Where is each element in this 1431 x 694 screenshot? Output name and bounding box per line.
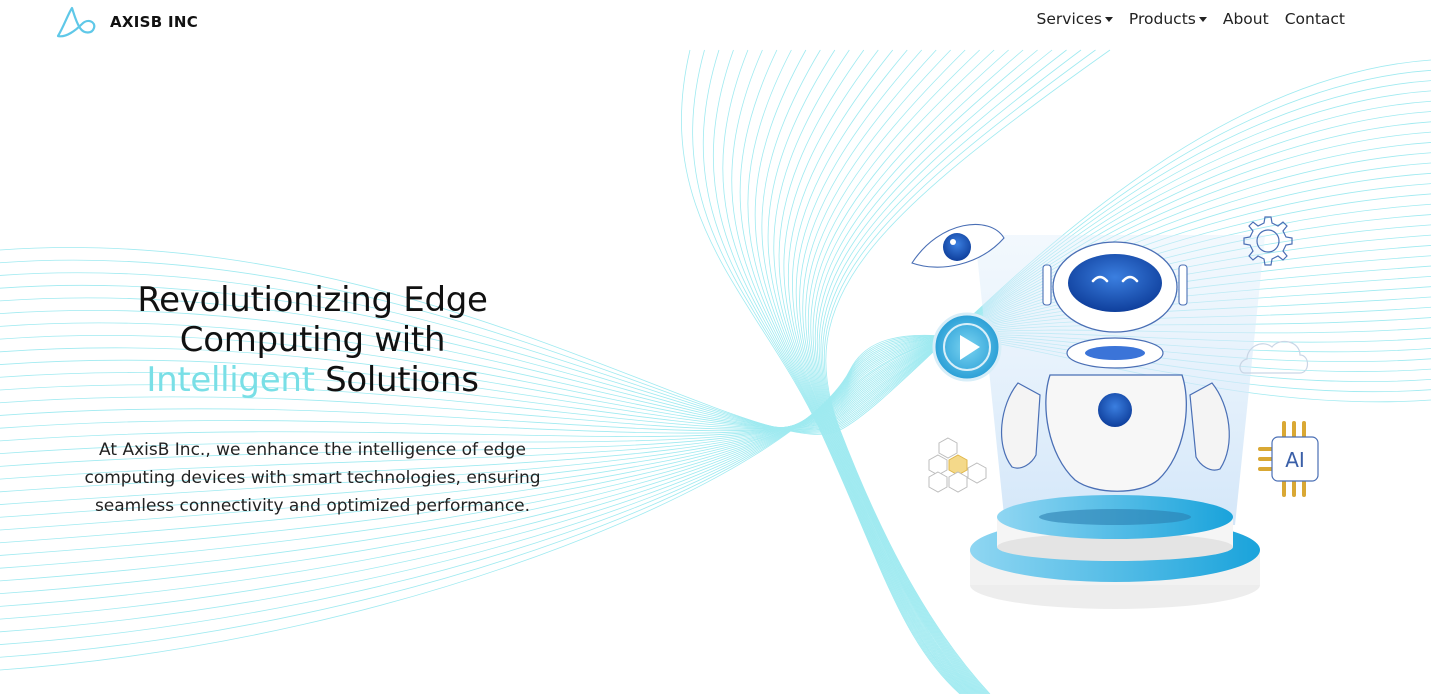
nav-products[interactable]: Products [1129, 10, 1207, 28]
logo-link[interactable]: AXISB INC [54, 4, 198, 40]
wave-line [802, 49, 979, 694]
wave-line [823, 49, 1096, 694]
wave-line [805, 49, 980, 694]
nav-contact[interactable]: Contact [1285, 10, 1345, 28]
hero-section: Revolutionizing Edge Computing with Inte… [60, 280, 565, 520]
wave-line [0, 131, 1431, 429]
wave-line [754, 49, 969, 694]
wave-line [814, 49, 1024, 694]
wave-line [807, 49, 981, 694]
wave-line [747, 49, 968, 694]
hero-description: At AxisB Inc., we enhance the intelligen… [84, 440, 541, 516]
nav-contact-label: Contact [1284, 10, 1345, 28]
wave-line [773, 49, 972, 694]
wave-line [825, 49, 1111, 694]
ai-chip-label: AI [1285, 448, 1305, 472]
hero-title-tail: Solutions [314, 360, 479, 400]
hexagon-cluster-icon [928, 437, 987, 493]
wave-line [712, 49, 964, 694]
wave-line [703, 49, 963, 694]
brand-name: AXISB INC [110, 13, 199, 31]
hero-title-line1: Revolutionizing Edge [137, 280, 488, 320]
play-icon [932, 312, 1002, 382]
wave-line [767, 49, 971, 694]
wave-line [812, 49, 1009, 694]
nav-about[interactable]: About [1223, 10, 1269, 28]
wave-line [816, 49, 1038, 694]
wave-line [739, 49, 967, 694]
nav-products-label: Products [1128, 10, 1196, 28]
wave-line [0, 142, 1431, 428]
platform-icon [970, 495, 1260, 609]
gear-icon [1243, 216, 1293, 266]
hero-illustration: AI [911, 216, 1319, 609]
caret-down-icon [1104, 17, 1113, 22]
eye-icon [911, 224, 1005, 268]
robot-icon [1000, 241, 1230, 492]
site-header: AXISB INC Services Products About Contac… [0, 0, 1431, 46]
hero-title-line2: Computing with [179, 320, 446, 360]
nav-services[interactable]: Services [1037, 10, 1113, 28]
wave-line [722, 49, 965, 694]
wave-line [810, 49, 995, 694]
wave-line [0, 121, 1431, 429]
wave-line [692, 49, 962, 694]
wave-line [731, 49, 966, 694]
wave-line [681, 49, 961, 694]
wave-line [783, 49, 974, 694]
axisb-logo-icon [56, 6, 96, 38]
cloud-icon [1239, 340, 1309, 374]
wave-line [761, 49, 970, 694]
wave-line [818, 49, 1053, 694]
wave-line [820, 49, 1067, 694]
wave-line [795, 49, 977, 694]
main-nav: Services Products About Contact [1037, 10, 1345, 28]
nav-about-label: About [1222, 10, 1269, 28]
caret-down-icon [1198, 17, 1207, 22]
wave-line [822, 49, 1082, 694]
wave-line [799, 49, 978, 694]
hero-title: Revolutionizing Edge Computing with Inte… [60, 280, 565, 400]
wave-line [791, 49, 976, 694]
wave-line [0, 172, 1431, 429]
wave-line [787, 49, 975, 694]
hero-title-accent: Intelligent [146, 360, 315, 400]
ai-chip-icon: AI [1258, 421, 1319, 497]
wave-line [778, 49, 973, 694]
nav-services-label: Services [1036, 10, 1102, 28]
